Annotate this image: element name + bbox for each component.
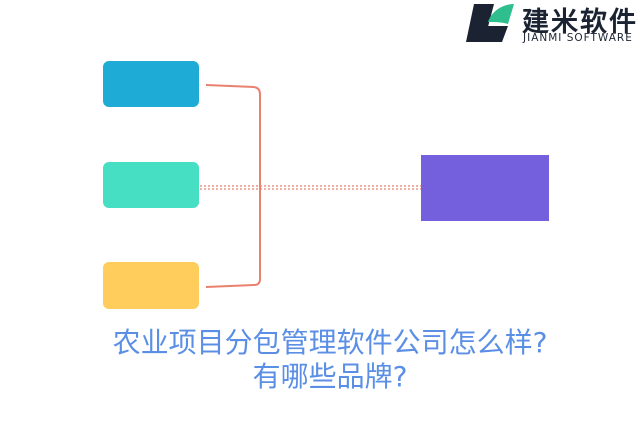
source-box-yellow <box>103 262 199 309</box>
source-box-blue <box>103 61 199 107</box>
target-box-purple <box>421 155 549 221</box>
logo-chinese-name: 建米软件 <box>522 7 638 38</box>
bracket-connector <box>205 84 261 288</box>
jianmi-logo-icon <box>466 4 514 42</box>
page-title: 农业项目分包管理软件公司怎么样? 有哪些品牌? <box>0 326 640 394</box>
title-line-1: 农业项目分包管理软件公司怎么样? <box>112 326 548 359</box>
title-line-2: 有哪些品牌? <box>252 360 408 393</box>
logo-english-name: JIANMI SOFTWARE <box>523 32 633 44</box>
source-box-teal <box>103 162 199 208</box>
brand-logo: 建米软件 JIANMI SOFTWARE <box>464 0 640 48</box>
